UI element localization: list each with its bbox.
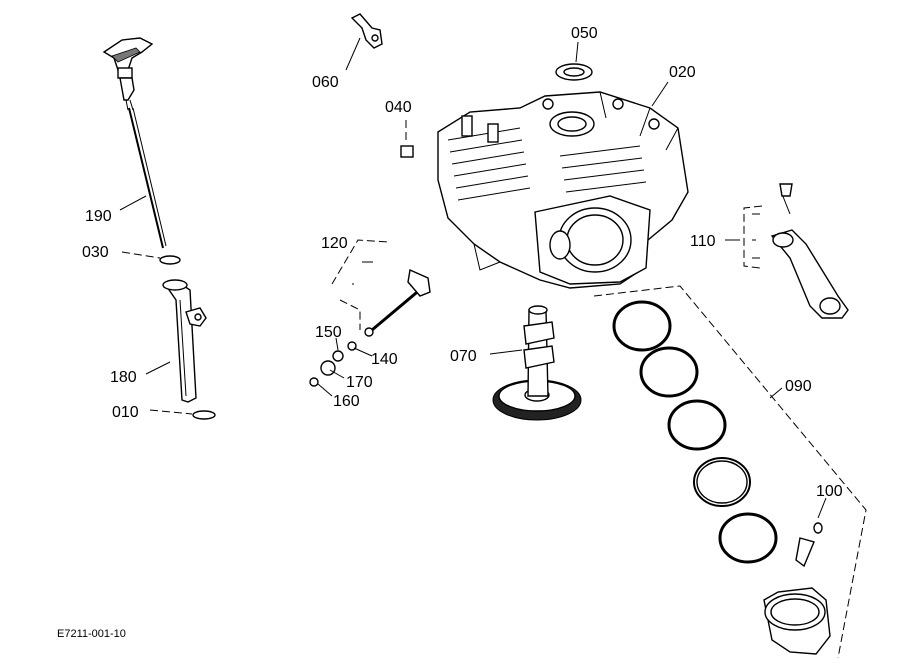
dipstick-part [102, 37, 167, 249]
label-110: 110 [690, 233, 716, 250]
label-050: 050 [571, 25, 598, 42]
label-170: 170 [346, 374, 373, 391]
o-ring-030-part [159, 255, 181, 265]
bracket-060-part [350, 13, 383, 49]
camshaft-070-part [492, 305, 582, 421]
washer-170-part [320, 360, 336, 376]
label-150: 150 [315, 324, 342, 341]
group-bracket-120 [331, 239, 389, 330]
piston-part [763, 587, 831, 655]
oil-seal-050-part [555, 63, 593, 81]
label-040: 040 [385, 99, 412, 116]
crankcase-020-part [437, 91, 689, 289]
piston-rings-part [612, 300, 778, 564]
pin-clip-100-part [813, 522, 823, 534]
label-160: 160 [333, 393, 360, 410]
connecting-rod-110-part [770, 183, 849, 319]
label-190: 190 [85, 208, 112, 225]
piston-pin-part [795, 537, 815, 568]
leader-lines [119, 37, 827, 519]
drawing-code: E7211-001-10 [57, 628, 126, 640]
label-180: 180 [110, 369, 137, 386]
pin-160-part [309, 377, 319, 387]
label-020: 020 [669, 64, 696, 81]
label-140: 140 [371, 351, 398, 368]
dipstick-tube-part [162, 279, 207, 403]
governor-shaft-120-part [364, 268, 431, 337]
label-060: 060 [312, 74, 339, 91]
o-ring-010-part [192, 410, 216, 420]
label-120: 120 [321, 235, 348, 252]
label-010: 010 [112, 404, 139, 421]
group-bracket-110 [743, 205, 763, 269]
nut-040-part [400, 145, 414, 158]
clip-150-part [332, 350, 344, 362]
group-bracket-090 [593, 285, 867, 659]
label-030: 030 [82, 244, 109, 261]
label-070: 070 [450, 348, 477, 365]
label-090: 090 [785, 378, 812, 395]
label-100: 100 [816, 483, 843, 500]
